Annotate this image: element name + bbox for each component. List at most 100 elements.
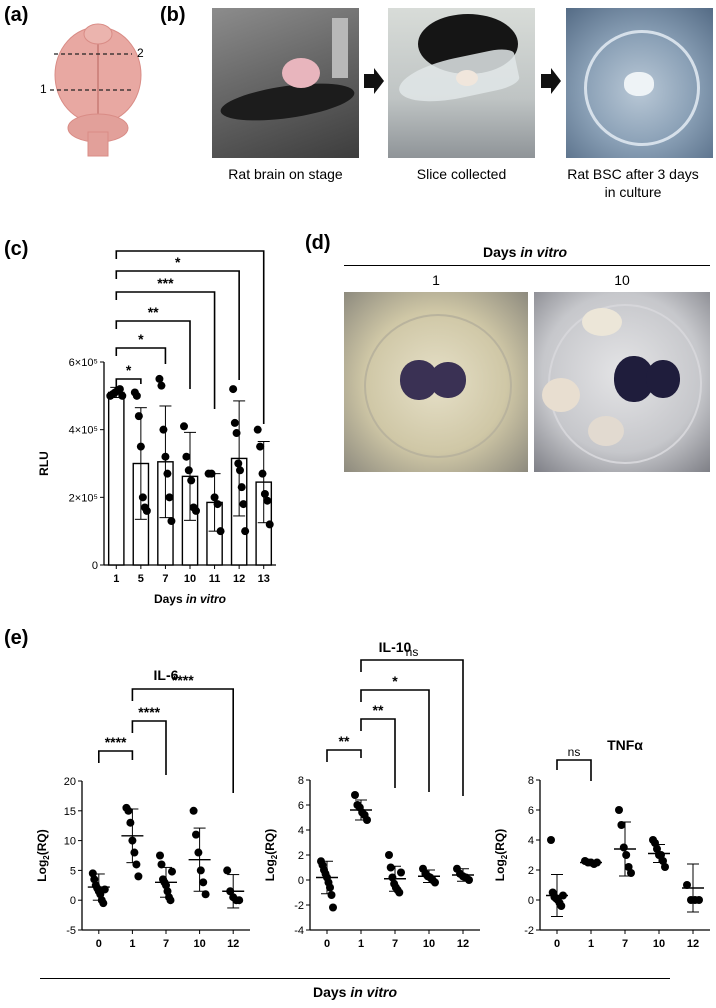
caption-bsc-line2: in culture	[604, 184, 662, 200]
header-prefix: Days	[482, 244, 521, 260]
data-point	[619, 843, 628, 852]
significance-bracket	[556, 759, 592, 781]
data-point	[260, 489, 269, 498]
y-tick-label: 0	[70, 895, 76, 907]
y-tick-label: -4	[294, 925, 304, 937]
section-line-1-label: 1	[40, 82, 47, 96]
data-point	[161, 452, 170, 461]
x-tick-label: 10	[653, 938, 665, 950]
data-point	[239, 500, 248, 509]
data-point	[547, 836, 555, 844]
data-point	[431, 878, 439, 887]
significance-label: **	[148, 304, 159, 320]
x-tick-label: 13	[258, 573, 270, 585]
y-tick-label: 0	[92, 560, 98, 572]
data-point	[124, 806, 133, 815]
data-point	[134, 872, 143, 881]
y-tick-label: -2	[524, 925, 534, 937]
significance-label: ****	[105, 734, 127, 750]
x-tick-label: 7	[163, 938, 169, 950]
y-tick-label: 10	[64, 836, 76, 848]
data-point	[617, 821, 626, 829]
x-tick-label: 11	[209, 573, 221, 585]
arrow-icon	[364, 68, 384, 94]
x-tick-label: 7	[392, 938, 398, 950]
y-tick-label: -5	[66, 925, 76, 937]
x-tick-label: 10	[184, 573, 196, 585]
y-axis-label: Log2(RQ)	[35, 829, 51, 881]
data-point	[661, 863, 669, 871]
y-tick-label: 2	[298, 850, 304, 862]
significance-label: ****	[172, 672, 194, 688]
bar	[107, 391, 125, 566]
x-tick-label: 12	[233, 573, 245, 585]
footer-prefix: Days	[312, 984, 351, 1000]
data-point	[182, 452, 191, 461]
panel-e-label: (e)	[4, 627, 29, 649]
rat-brain-diagram	[50, 23, 142, 157]
data-point	[118, 391, 127, 400]
significance-bracket	[360, 689, 430, 792]
y-tick-label: 6×10⁵	[69, 357, 98, 369]
data-point	[265, 520, 274, 529]
data-point	[236, 466, 244, 475]
data-point	[622, 851, 631, 859]
significance-bracket	[115, 270, 240, 380]
photo-brain-on-stage	[212, 8, 359, 158]
data-point	[253, 425, 262, 434]
significance-label: ns	[568, 745, 581, 759]
significance-label: *	[392, 673, 398, 689]
photo-slice-collected	[388, 8, 535, 158]
x-tick-label: 12	[457, 938, 469, 950]
x-tick-label: 12	[687, 938, 699, 950]
data-point	[128, 836, 137, 845]
photo-day-10	[534, 292, 710, 472]
data-point	[199, 878, 208, 887]
x-tick-label: 10	[193, 938, 205, 950]
section-line-2-label: 2	[137, 46, 144, 60]
data-point	[168, 867, 176, 876]
data-point	[192, 506, 200, 515]
chart-title: IL-10	[379, 640, 412, 655]
y-tick-label: 0	[528, 895, 534, 907]
x-tick-label: 1	[358, 938, 364, 950]
significance-label: **	[185, 244, 196, 250]
data-point	[196, 866, 205, 875]
data-point	[235, 896, 244, 905]
significance-label: *	[175, 254, 181, 270]
data-point	[615, 806, 623, 814]
data-point	[210, 493, 219, 502]
significance-bracket	[115, 347, 167, 364]
data-point	[230, 418, 239, 427]
data-point	[130, 848, 139, 857]
significance-label: **	[373, 702, 384, 718]
data-point	[159, 425, 168, 434]
footer-rule	[40, 978, 670, 979]
data-point	[115, 385, 124, 394]
significance-bracket	[360, 659, 464, 796]
y-axis-label: Log2(RQ)	[493, 829, 509, 881]
y-tick-label: 20	[64, 776, 76, 788]
rlu-bar-chart: 02×10⁵4×10⁵6×10⁵15710111213RLU**********…	[37, 244, 276, 606]
significance-bracket	[360, 718, 396, 788]
panel-c-label: (c)	[4, 238, 29, 260]
data-point	[237, 483, 246, 492]
data-point	[624, 863, 633, 871]
data-point	[258, 469, 267, 478]
significance-label: ****	[138, 704, 160, 720]
data-point	[167, 517, 176, 526]
data-point	[189, 806, 198, 815]
x-tick-label: 1	[113, 573, 119, 585]
data-point	[397, 868, 405, 877]
x-tick-label: 0	[554, 938, 560, 950]
data-point	[326, 883, 334, 892]
significance-bracket	[131, 720, 167, 775]
data-point	[232, 429, 241, 438]
data-point	[192, 830, 200, 839]
significance-bracket	[131, 688, 234, 793]
data-point	[557, 902, 566, 910]
data-point	[132, 860, 141, 869]
y-tick-label: 8	[298, 775, 304, 787]
data-point	[593, 858, 601, 867]
